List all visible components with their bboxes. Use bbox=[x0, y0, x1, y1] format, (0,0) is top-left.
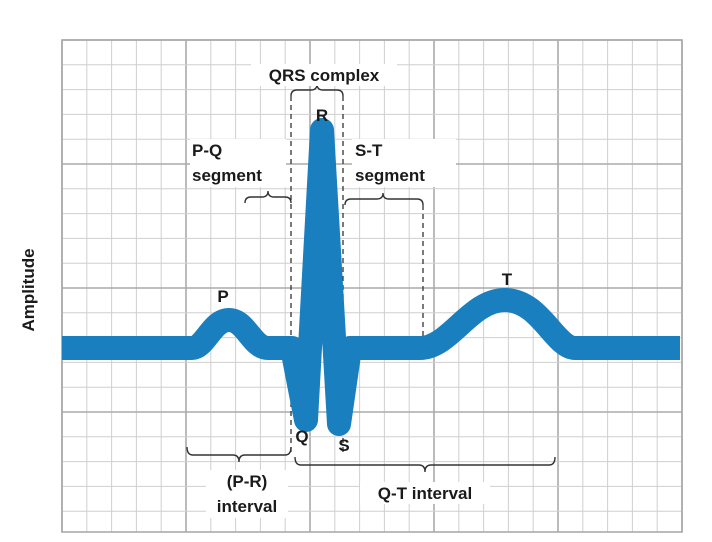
pr-interval-label-line2: interval bbox=[217, 497, 277, 516]
pr-label-backing bbox=[206, 470, 288, 518]
pq-segment-label-line1: P-Q bbox=[192, 141, 222, 160]
qt-interval-label: Q-T interval bbox=[378, 484, 472, 503]
qrs-complex-label: QRS complex bbox=[269, 66, 380, 85]
pq-label-backing bbox=[190, 139, 286, 187]
ecg-waveform bbox=[62, 118, 680, 436]
grid-frame bbox=[61, 39, 683, 533]
t-wave-label: T bbox=[502, 270, 513, 289]
st-bracket bbox=[344, 192, 424, 206]
st-segment-label-line1: S-T bbox=[355, 141, 383, 160]
qt-bracket bbox=[294, 456, 556, 473]
q-wave-label: Q bbox=[295, 427, 308, 446]
ecg-grid bbox=[61, 39, 683, 533]
qrs-label-backing bbox=[251, 64, 397, 86]
r-wave-label: R bbox=[316, 106, 328, 125]
pr-bracket bbox=[186, 446, 292, 463]
st-label-backing bbox=[352, 139, 456, 187]
s-wave-label: S bbox=[338, 436, 349, 455]
pq-bracket bbox=[244, 190, 292, 204]
pr-interval-label-line1: (P-R) bbox=[227, 472, 268, 491]
qt-label-backing bbox=[360, 482, 490, 504]
pq-segment-label-line2: segment bbox=[192, 166, 262, 185]
amplitude-axis-label: Amplitude bbox=[19, 248, 38, 331]
st-segment-label-line2: segment bbox=[355, 166, 425, 185]
p-wave-label: P bbox=[217, 287, 228, 306]
